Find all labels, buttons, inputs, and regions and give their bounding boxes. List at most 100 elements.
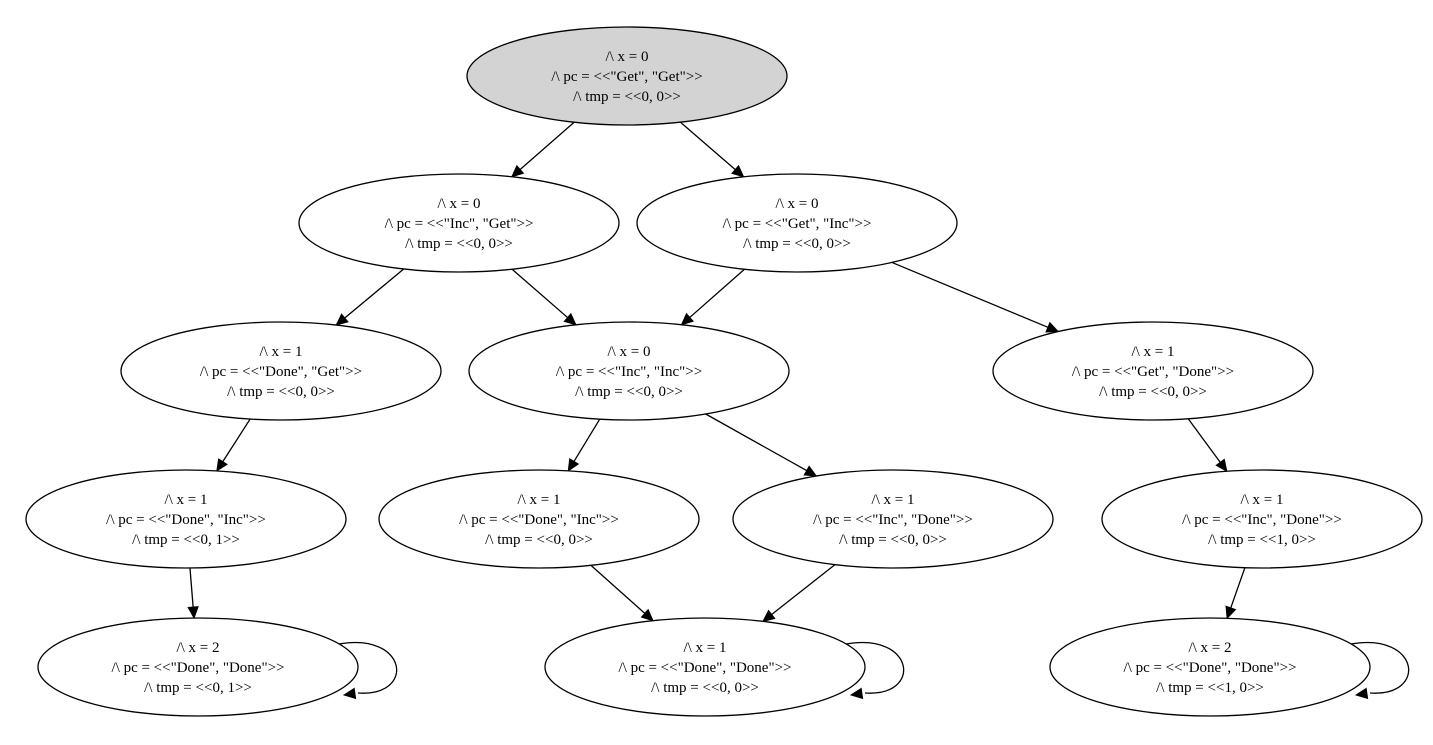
state-x-label: /\ x = 0 (437, 196, 480, 212)
state-ellipse (37, 617, 359, 717)
state-tmp-label: /\ tmp = <<0, 0>> (575, 384, 683, 400)
state-pc-label: /\ pc = <<"Get", "Get">> (551, 69, 702, 85)
state-tmp-label: /\ tmp = <<0, 0>> (1099, 384, 1207, 400)
state-tmp-label: /\ tmp = <<0, 0>> (839, 532, 947, 548)
state-node: /\ x = 1 /\ pc = <<"Done", "Done">> /\ tmp… (544, 617, 866, 717)
state-tmp-label: /\ tmp = <<1, 0>> (1156, 680, 1264, 696)
transition-edge (1230, 567, 1246, 609)
transition-edge (222, 418, 251, 463)
state-node: /\ x = 0 /\ pc = <<"Inc", "Get">> /\ tmp =… (298, 173, 620, 273)
state-pc-label: /\ pc = <<"Inc", "Done">> (1182, 512, 1342, 528)
state-ellipse (636, 173, 958, 273)
state-x-label: /\ x = 1 (871, 492, 914, 508)
nodes-layer: /\ x = 0 /\ pc = <<"Get", "Get">> /\ tmp =… (25, 26, 1423, 717)
state-node: /\ x = 2 /\ pc = <<"Done", "Done">> /\ tmp… (37, 617, 359, 717)
edge-arrowhead (640, 608, 654, 622)
state-tmp-label: /\ tmp = <<0, 1>> (144, 680, 252, 696)
self-loop-arrowhead (342, 687, 357, 700)
edge-arrowhead (567, 458, 580, 472)
edges-layer (187, 121, 1410, 700)
state-ellipse (992, 321, 1314, 421)
transition-edge (771, 564, 836, 616)
edge-arrowhead (1215, 458, 1228, 473)
state-node: /\ x = 0 /\ pc = <<"Inc", "Inc">> /\ tmp =… (468, 321, 790, 421)
state-pc-label: /\ pc = <<"Get", "Done">> (1072, 364, 1234, 380)
state-tmp-label: /\ tmp = <<0, 0>> (227, 384, 335, 400)
transition-edge (189, 567, 194, 608)
self-loop-edge (1350, 641, 1410, 694)
edge-arrowhead (1045, 321, 1060, 333)
state-node: /\ x = 2 /\ pc = <<"Done", "Done">> /\ tmp… (1049, 617, 1371, 717)
state-x-label: /\ x = 1 (259, 344, 302, 360)
state-tmp-label: /\ tmp = <<0, 0>> (573, 89, 681, 105)
transition-edge (344, 268, 405, 319)
state-tmp-label: /\ tmp = <<1, 0>> (1208, 532, 1316, 548)
edge-arrowhead (762, 609, 776, 623)
state-pc-label: /\ pc = <<"Inc", "Get">> (385, 216, 534, 232)
state-pc-label: /\ pc = <<"Inc", "Inc">> (556, 364, 702, 380)
state-x-label: /\ x = 0 (605, 49, 648, 65)
transition-edge (679, 121, 736, 171)
edge-arrowhead (803, 465, 818, 477)
state-pc-label: /\ pc = <<"Done", "Get">> (200, 364, 362, 380)
transition-edge (891, 261, 1049, 328)
state-ellipse (466, 26, 788, 126)
edge-arrowhead (510, 164, 525, 178)
transition-edge (689, 268, 745, 318)
state-x-label: /\ x = 1 (1131, 344, 1174, 360)
state-x-label: /\ x = 1 (1240, 492, 1283, 508)
state-ellipse (1101, 469, 1423, 569)
state-ellipse (544, 617, 866, 717)
self-loop-edge (845, 641, 905, 694)
state-x-label: /\ x = 0 (607, 344, 650, 360)
state-x-label: /\ x = 1 (683, 640, 726, 656)
self-loop-arrowhead (1354, 687, 1369, 700)
edge-arrowhead (731, 164, 745, 178)
transition-edge (519, 121, 575, 170)
state-x-label: /\ x = 0 (775, 196, 818, 212)
state-ellipse (468, 321, 790, 421)
state-ellipse (378, 469, 700, 569)
state-tmp-label: /\ tmp = <<0, 0>> (743, 236, 851, 252)
state-pc-label: /\ pc = <<"Done", "Inc">> (106, 512, 266, 528)
state-tmp-label: /\ tmp = <<0, 0>> (405, 236, 513, 252)
edge-arrowhead (563, 312, 577, 326)
state-ellipse (1049, 617, 1371, 717)
state-node: /\ x = 1 /\ pc = <<"Done", "Inc">> /\ tmp … (378, 469, 700, 569)
self-loop-edge (338, 641, 398, 694)
state-pc-label: /\ pc = <<"Done", "Done">> (1123, 660, 1296, 676)
state-x-label: /\ x = 1 (164, 492, 207, 508)
state-node: /\ x = 0 /\ pc = <<"Get", "Inc">> /\ tmp =… (636, 173, 958, 273)
transition-edge (573, 418, 601, 462)
state-pc-label: /\ pc = <<"Get", "Inc">> (723, 216, 872, 232)
state-node: /\ x = 1 /\ pc = <<"Inc", "Done">> /\ tmp … (1101, 469, 1423, 569)
initial-state-node: /\ x = 0 /\ pc = <<"Get", "Get">> /\ tmp =… (466, 26, 788, 126)
edge-arrowhead (680, 312, 694, 326)
transition-edge (705, 413, 808, 472)
edge-arrowhead (1225, 605, 1237, 620)
state-node: /\ x = 1 /\ pc = <<"Inc", "Done">> /\ tmp … (732, 469, 1054, 569)
edge-arrowhead (216, 458, 228, 472)
transition-edge (1187, 418, 1221, 463)
state-x-label: /\ x = 1 (517, 492, 560, 508)
self-loop-arrowhead (849, 687, 864, 700)
state-pc-label: /\ pc = <<"Done", "Done">> (618, 660, 791, 676)
state-tmp-label: /\ tmp = <<0, 0>> (651, 680, 759, 696)
state-x-label: /\ x = 2 (176, 640, 219, 656)
state-x-label: /\ x = 2 (1188, 640, 1231, 656)
state-pc-label: /\ pc = <<"Inc", "Done">> (813, 512, 973, 528)
transition-edge (511, 268, 569, 319)
state-pc-label: /\ pc = <<"Done", "Inc">> (459, 512, 619, 528)
state-ellipse (298, 173, 620, 273)
transition-edge (590, 564, 646, 614)
state-tmp-label: /\ tmp = <<0, 0>> (485, 532, 593, 548)
state-node: /\ x = 1 /\ pc = <<"Get", "Done">> /\ tmp … (992, 321, 1314, 421)
state-ellipse (732, 469, 1054, 569)
state-ellipse (120, 321, 442, 421)
state-ellipse (25, 469, 347, 569)
state-node: /\ x = 1 /\ pc = <<"Done", "Inc">> /\ tmp … (25, 469, 347, 569)
edge-arrowhead (187, 606, 199, 620)
state-tmp-label: /\ tmp = <<0, 1>> (132, 532, 240, 548)
state-pc-label: /\ pc = <<"Done", "Done">> (111, 660, 284, 676)
